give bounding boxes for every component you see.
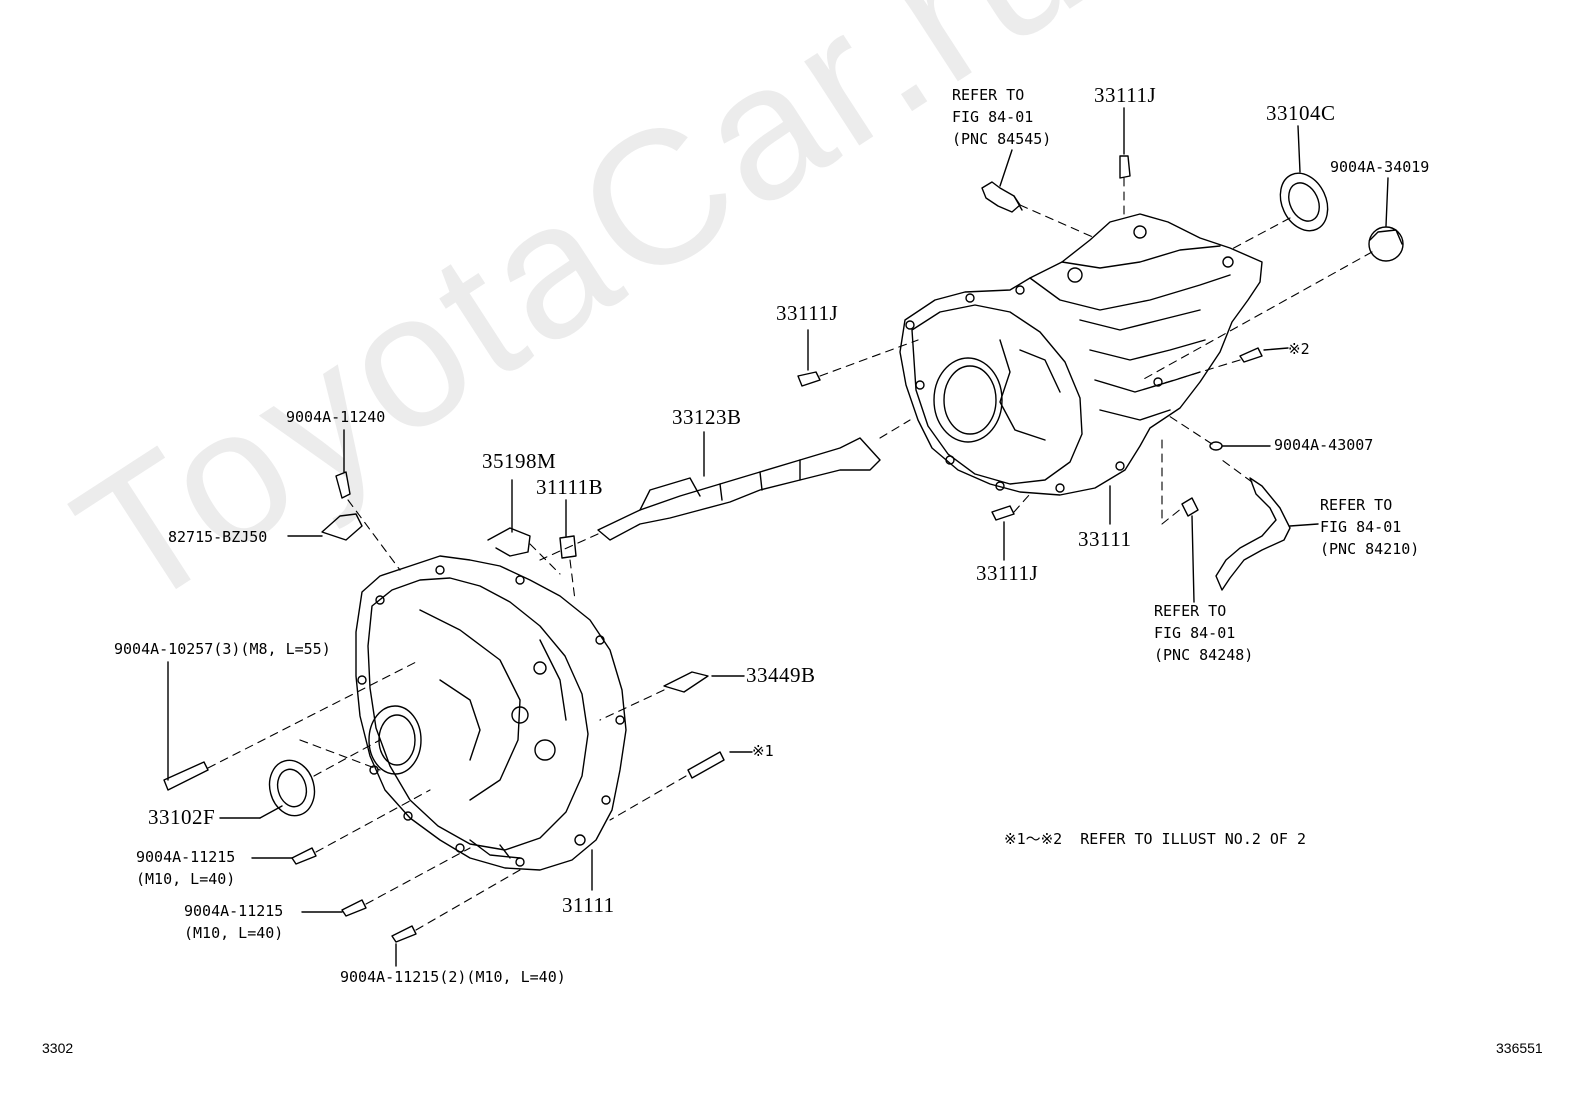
assembly-lines xyxy=(207,177,1373,931)
part-9004A-34019-label: 9004A-34019 xyxy=(1330,158,1430,176)
extension-housing xyxy=(899,213,1263,496)
part-9004A-11240-label: 9004A-11240 xyxy=(286,408,386,426)
refer-84248-label: REFER TO FIG 84-01 (PNC 84248) xyxy=(1154,602,1254,664)
part-31111-label: 31111 xyxy=(562,893,615,917)
shift-rail-part xyxy=(597,437,881,541)
part-33449B-label: 33449B xyxy=(746,663,816,687)
part-33111J-mid-label: 33111J xyxy=(776,301,839,325)
mark-2-label: ※2 xyxy=(1288,340,1310,358)
part-33102F-label: 33102F xyxy=(148,805,216,829)
mark-1-label: ※1 xyxy=(752,742,774,760)
part-33111-right-label: 33111 xyxy=(1078,527,1132,551)
footer-right-code: 336551 xyxy=(1496,1040,1543,1056)
note-label: ※1～※2 REFER TO ILLUST NO.2 OF 2 xyxy=(1004,830,1307,848)
part-9004A-11215-a-label: 9004A-11215 (M10, L=40) xyxy=(136,848,236,888)
small-parts xyxy=(163,155,1404,943)
part-35198M-label: 35198M xyxy=(482,449,557,473)
part-33111J-top-label: 33111J xyxy=(1094,83,1157,107)
part-31111B-label: 31111B xyxy=(536,475,604,499)
part-82715-BZJ50-label: 82715-BZJ50 xyxy=(168,528,268,546)
footer-left-code: 3302 xyxy=(42,1040,74,1056)
part-9004A-43007-label: 9004A-43007 xyxy=(1274,436,1374,454)
transmission-case xyxy=(355,555,627,871)
refer-84210-label: REFER TO FIG 84-01 (PNC 84210) xyxy=(1320,496,1420,558)
part-9004A-11215-c-label: 9004A-11215(2)(M10, L=40) xyxy=(340,968,566,986)
part-9004A-11215-b-label: 9004A-11215 (M10, L=40) xyxy=(184,902,284,942)
refer-84545-label: REFER TO FIG 84-01 (PNC 84545) xyxy=(952,86,1052,148)
part-9004A-10257-label: 9004A-10257(3)(M8, L=55) xyxy=(114,640,331,658)
part-33123B-label: 33123B xyxy=(672,405,742,429)
part-33111J-bottom-label: 33111J xyxy=(976,561,1039,585)
part-33104C-label: 33104C xyxy=(1266,101,1336,125)
leader-lines xyxy=(167,107,1389,967)
